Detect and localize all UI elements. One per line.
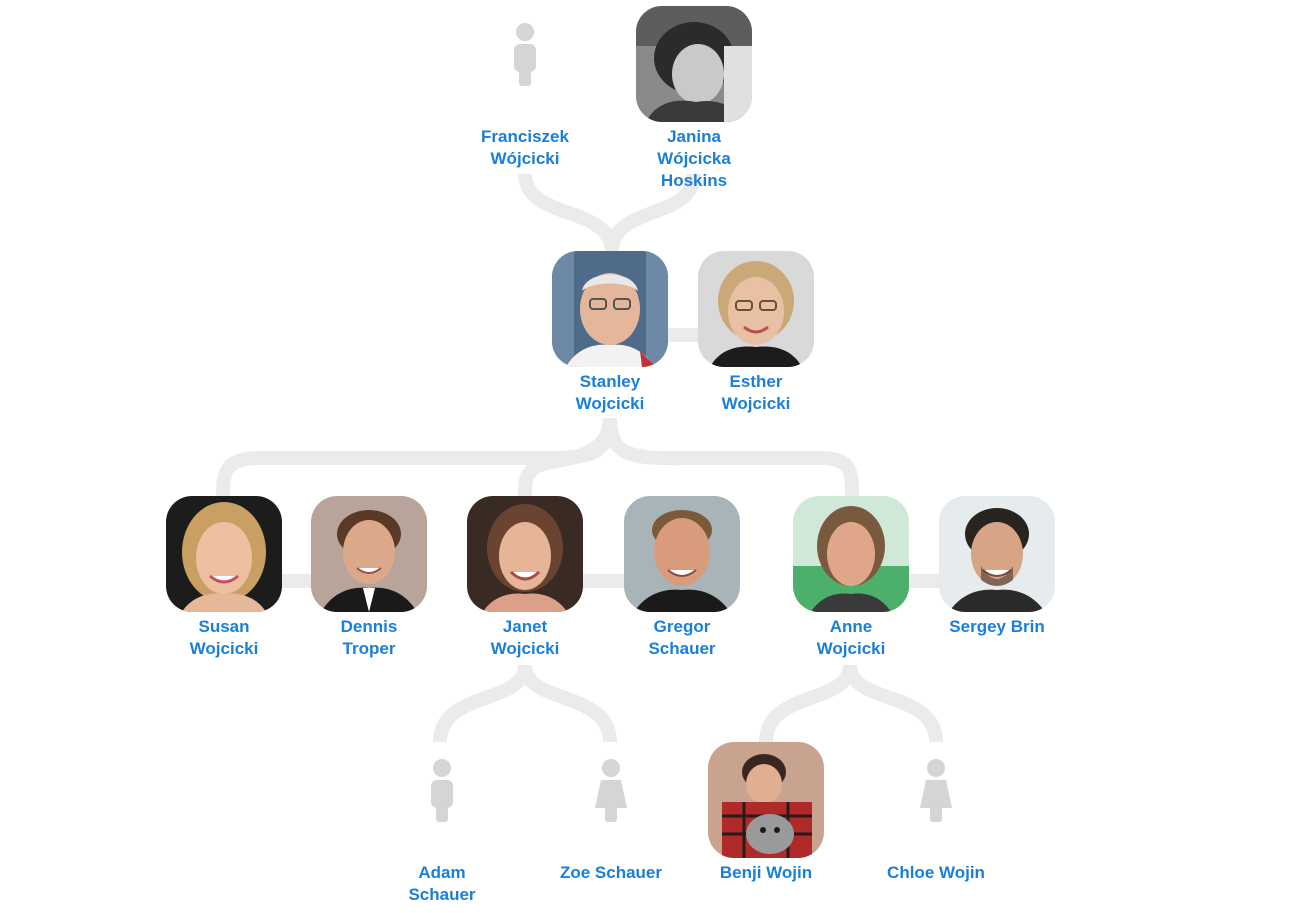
name-link-zoe[interactable]: Zoe Schauer bbox=[559, 863, 663, 882]
name-link-susan[interactable]: Susan Wojcicki bbox=[189, 617, 259, 658]
portrait-janet bbox=[467, 496, 583, 612]
male-placeholder-icon bbox=[384, 742, 500, 858]
name-link-franciszek[interactable]: Franciszek Wójcicki bbox=[481, 127, 569, 168]
name-link-esther[interactable]: Esther Wojcicki bbox=[721, 372, 791, 413]
name-link-janet[interactable]: Janet Wojcicki bbox=[490, 617, 560, 658]
connector-anne-chloe bbox=[843, 663, 943, 743]
person-adam: Adam Schauer bbox=[377, 742, 507, 906]
name-link-chloe[interactable]: Chloe Wojin bbox=[887, 863, 985, 882]
person-stanley: Stanley Wojcicki bbox=[545, 251, 675, 415]
person-dennis: Dennis Troper bbox=[304, 496, 434, 660]
person-franciszek: Franciszek Wójcicki bbox=[460, 6, 590, 170]
connector-stanley-janet bbox=[518, 417, 617, 498]
connector-franciszek-stanley bbox=[518, 173, 619, 253]
portrait-susan bbox=[166, 496, 282, 612]
connector-stanley-anne bbox=[603, 417, 859, 498]
portrait-gregor bbox=[624, 496, 740, 612]
portrait-anne bbox=[793, 496, 909, 612]
name-link-stanley[interactable]: Stanley Wojcicki bbox=[575, 372, 645, 413]
person-janet: Janet Wojcicki bbox=[460, 496, 590, 660]
portrait-dennis bbox=[311, 496, 427, 612]
male-placeholder-icon bbox=[467, 6, 583, 122]
name-link-gregor[interactable]: Gregor Schauer bbox=[648, 617, 716, 658]
portrait-benji bbox=[708, 742, 824, 858]
name-link-dennis[interactable]: Dennis Troper bbox=[340, 617, 398, 658]
connector-anne-benji bbox=[759, 664, 857, 743]
portrait-esther bbox=[698, 251, 814, 367]
portrait-stanley bbox=[552, 251, 668, 367]
female-placeholder-icon bbox=[878, 742, 994, 858]
connector-janet-adam bbox=[433, 664, 532, 743]
person-janina: Janina Wójcicka Hoskins bbox=[629, 6, 759, 192]
name-link-sergey[interactable]: Sergey Brin bbox=[949, 617, 1045, 636]
person-gregor: Gregor Schauer bbox=[617, 496, 747, 660]
person-benji: Benji Wojin bbox=[701, 742, 831, 884]
person-sergey: Sergey Brin bbox=[932, 496, 1062, 638]
name-link-benji[interactable]: Benji Wojin bbox=[719, 863, 813, 882]
person-zoe: Zoe Schauer bbox=[546, 742, 676, 884]
person-chloe: Chloe Wojin bbox=[871, 742, 1001, 884]
name-link-janina[interactable]: Janina Wójcicka Hoskins bbox=[657, 127, 731, 190]
portrait-janina bbox=[636, 6, 752, 122]
person-anne: Anne Wojcicki bbox=[786, 496, 916, 660]
person-susan: Susan Wojcicki bbox=[159, 496, 289, 660]
portrait-sergey bbox=[939, 496, 1055, 612]
connector-janet-zoe bbox=[518, 664, 617, 743]
name-link-adam[interactable]: Adam Schauer bbox=[408, 863, 476, 904]
name-link-anne[interactable]: Anne Wojcicki bbox=[816, 617, 886, 658]
female-placeholder-icon bbox=[553, 742, 669, 858]
person-esther: Esther Wojcicki bbox=[691, 251, 821, 415]
connector-janina-stanley bbox=[605, 173, 701, 252]
